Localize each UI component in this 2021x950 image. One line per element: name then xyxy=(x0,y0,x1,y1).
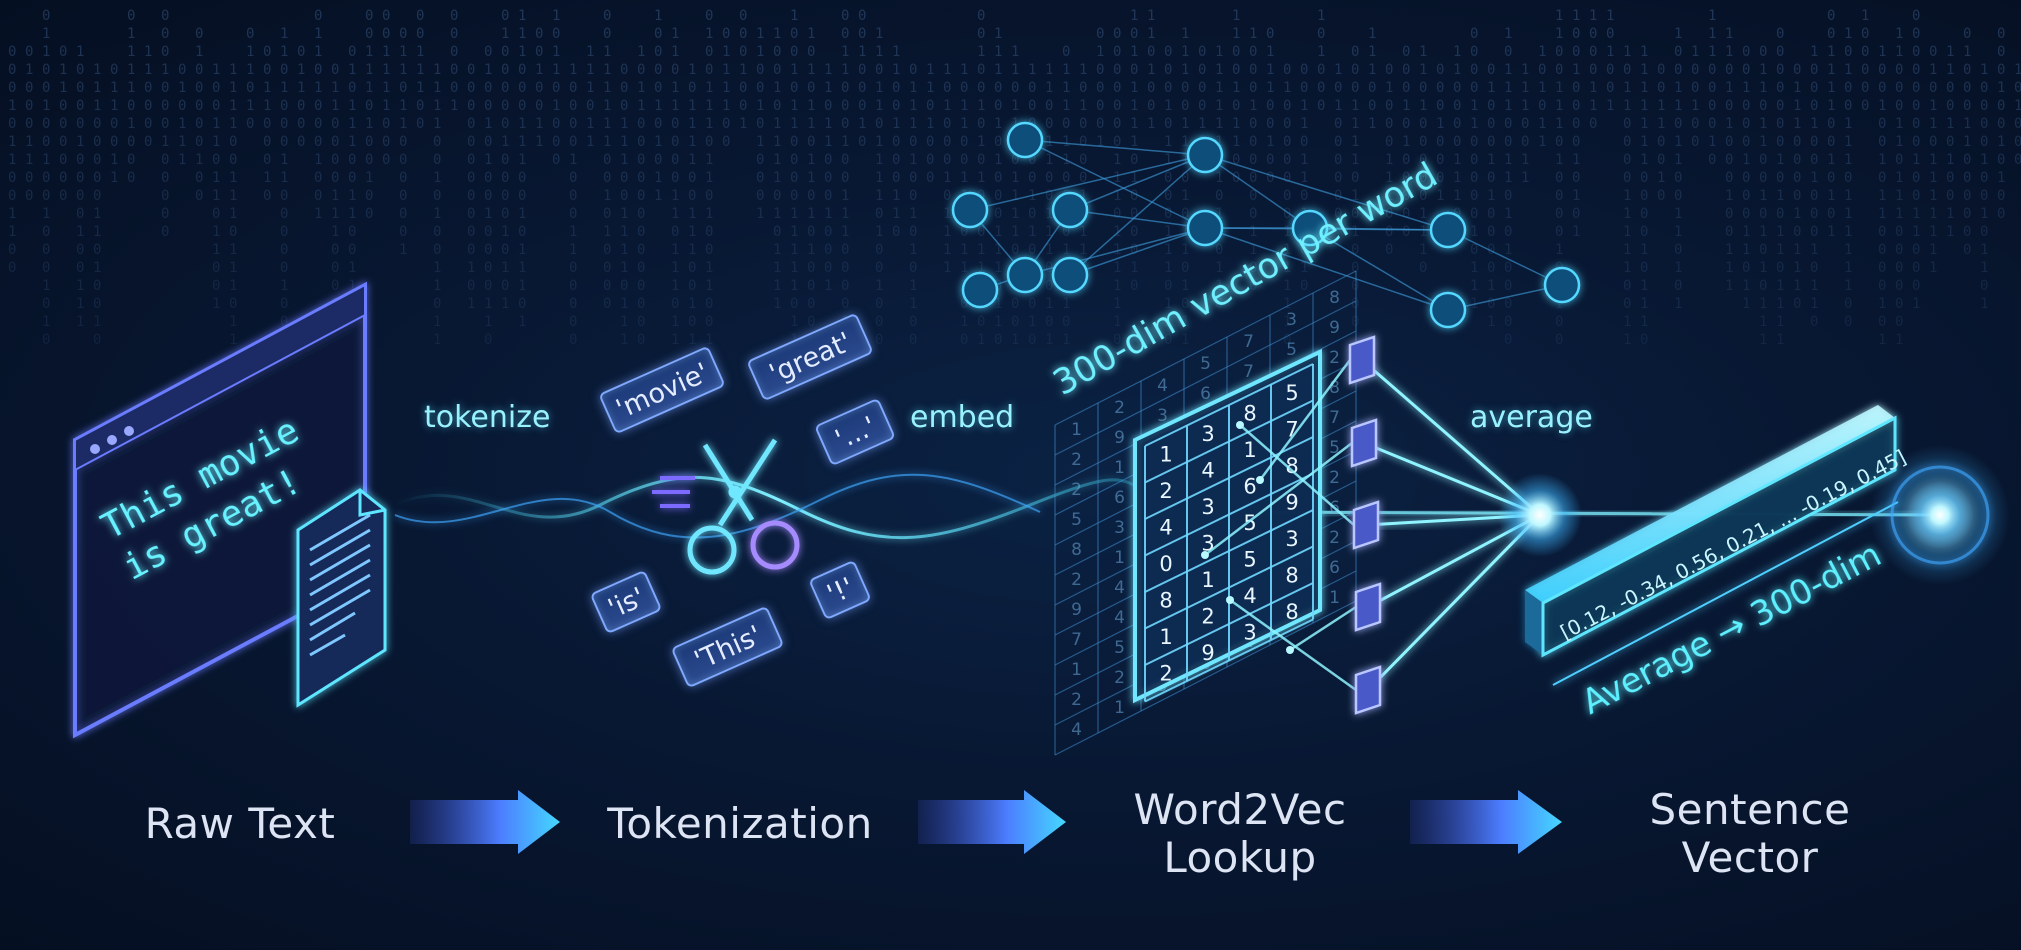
word-vector-cell xyxy=(1354,502,1378,548)
edge-label-average: average xyxy=(1470,400,1593,435)
matrix-cell: 2 xyxy=(1071,480,1082,500)
step-label-word2vec-line2: Lookup xyxy=(1100,834,1380,882)
document-icon xyxy=(298,490,385,705)
word-vector-cell xyxy=(1356,584,1380,630)
matrix-cell: 1 xyxy=(1071,420,1082,440)
matrix-cell: 5 xyxy=(1071,510,1082,530)
matrix-cell: 5 xyxy=(1114,638,1125,658)
matrix-cell: 1 xyxy=(1159,625,1172,649)
matrix-cell: 7 xyxy=(1243,332,1254,352)
matrix-cell: 8 xyxy=(1159,588,1172,612)
word-vector-cell xyxy=(1350,337,1374,383)
matrix-cell: 6 xyxy=(1200,384,1211,404)
word-vector-cell xyxy=(1356,667,1380,713)
flow-arrows xyxy=(410,790,1562,854)
matrix-cell: 9 xyxy=(1285,490,1298,514)
matrix-cell: 3 xyxy=(1243,620,1256,644)
matrix-cell: 1 xyxy=(1159,442,1172,466)
scissors-icon xyxy=(652,440,797,572)
neural-network-icon xyxy=(953,123,1579,327)
arrow-2-icon xyxy=(918,790,1066,854)
matrix-cell: 1 xyxy=(1243,438,1256,462)
step-label-word2vec-line1: Word2Vec xyxy=(1100,786,1380,834)
arrow-1-icon xyxy=(410,790,560,854)
arrow-3-icon xyxy=(1410,790,1562,854)
matrix-cell: 5 xyxy=(1243,547,1256,571)
matrix-cell: 1 xyxy=(1114,548,1125,568)
matrix-cell: 3 xyxy=(1114,518,1125,538)
matrix-cell: 6 xyxy=(1114,488,1125,508)
matrix-cell: 8 xyxy=(1285,600,1298,624)
matrix-cell: 4 xyxy=(1071,720,1082,740)
matrix-cell: 2 xyxy=(1159,661,1172,685)
step-label-sentence-vector-line1: Sentence xyxy=(1600,786,1900,834)
matrix-cell: 2 xyxy=(1329,528,1340,548)
matrix-cell: 1 xyxy=(1071,660,1082,680)
matrix-cell: 9 xyxy=(1071,600,1082,620)
matrix-cell: 8 xyxy=(1329,288,1340,308)
matrix-cell: 7 xyxy=(1243,362,1254,382)
matrix-cell: 6 xyxy=(1243,474,1256,498)
edge-label-tokenize: tokenize xyxy=(424,400,550,435)
matrix-cell: 7 xyxy=(1329,408,1340,428)
matrix-cell: 8 xyxy=(1285,563,1298,587)
matrix-cell: 4 xyxy=(1114,608,1125,628)
matrix-cell: 2 xyxy=(1159,479,1172,503)
matrix-cell: 7 xyxy=(1071,630,1082,650)
step-label-raw-text: Raw Text xyxy=(110,800,370,848)
matrix-cell: 2 xyxy=(1201,604,1214,628)
matrix-cell: 1 xyxy=(1201,568,1214,592)
average-focal-point xyxy=(1498,473,1582,557)
matrix-cell: 2 xyxy=(1114,398,1125,418)
step-label-word2vec: Word2Vec Lookup xyxy=(1100,786,1380,882)
matrix-cell: 4 xyxy=(1243,584,1256,608)
matrix-cell: 3 xyxy=(1286,310,1297,330)
matrix-cell: 2 xyxy=(1071,450,1082,470)
matrix-cell: 5 xyxy=(1285,381,1298,405)
matrix-cell: 3 xyxy=(1285,527,1298,551)
matrix-cell: 9 xyxy=(1201,641,1214,665)
matrix-cell: 2 xyxy=(1329,468,1340,488)
matrix-cell: 3 xyxy=(1201,495,1214,519)
matrix-cell: 1 xyxy=(1329,588,1340,608)
matrix-cell: 5 xyxy=(1286,340,1297,360)
word-vector-cell xyxy=(1352,420,1376,466)
step-label-sentence-vector-line2: Vector xyxy=(1600,834,1900,882)
matrix-cell: 2 xyxy=(1114,668,1125,688)
matrix-cell: 1 xyxy=(1114,698,1125,718)
matrix-cell: 2 xyxy=(1071,690,1082,710)
matrix-cell: 2 xyxy=(1329,348,1340,368)
matrix-cell: 4 xyxy=(1114,578,1125,598)
matrix-cell: 4 xyxy=(1201,458,1214,482)
matrix-cell: 1 xyxy=(1114,458,1125,478)
step-label-tokenization: Tokenization xyxy=(590,800,890,848)
step-label-sentence-vector: Sentence Vector xyxy=(1600,786,1900,882)
matrix-cell: 3 xyxy=(1201,422,1214,446)
matrix-cell: 8 xyxy=(1243,401,1256,425)
matrix-cell: 9 xyxy=(1329,318,1340,338)
matrix-cell: 2 xyxy=(1071,570,1082,590)
matrix-cell: 6 xyxy=(1329,558,1340,578)
matrix-cell: 5 xyxy=(1200,354,1211,374)
matrix-cell: 8 xyxy=(1071,540,1082,560)
matrix-cell: 4 xyxy=(1157,376,1168,396)
matrix-cell: 0 xyxy=(1159,552,1172,576)
matrix-cell: 4 xyxy=(1159,515,1172,539)
matrix-cell: 9 xyxy=(1114,428,1125,448)
edge-label-embed: embed xyxy=(910,400,1014,435)
